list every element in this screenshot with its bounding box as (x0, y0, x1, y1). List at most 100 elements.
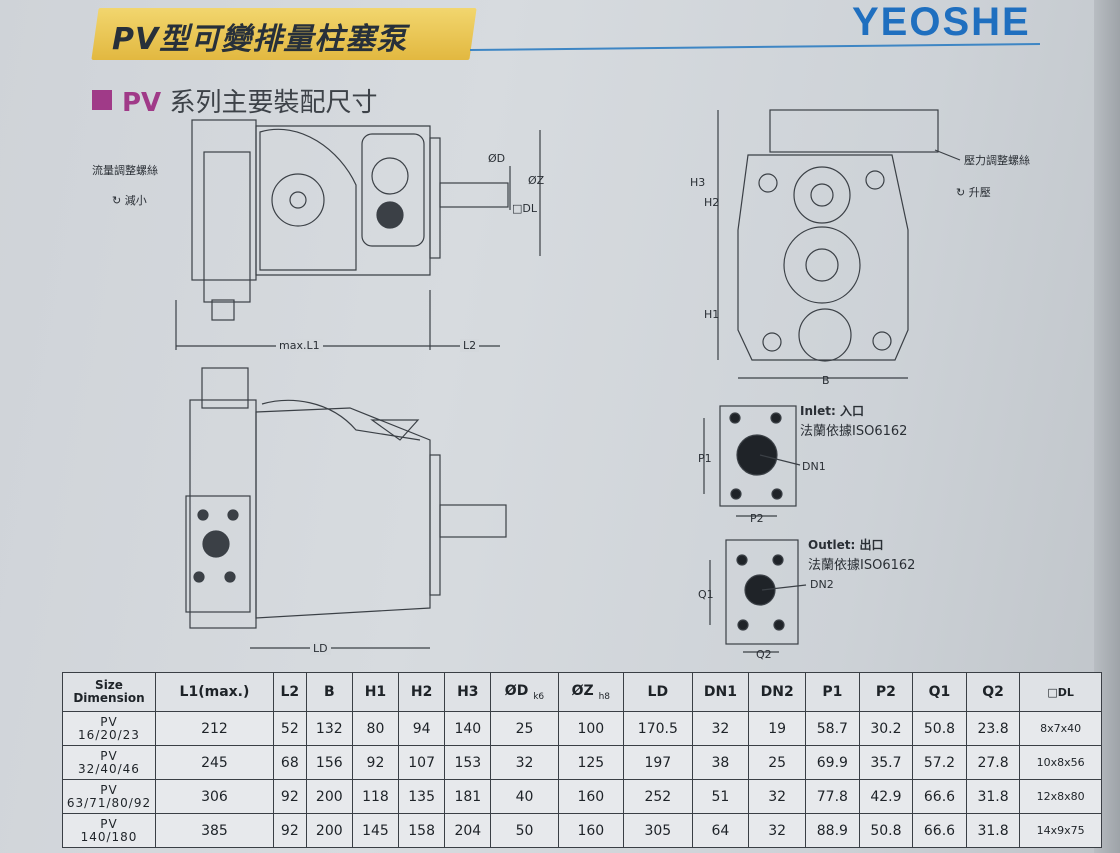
table-cell: 38 (691, 745, 750, 780)
p1-label: P1 (698, 452, 712, 465)
model-series: PV (100, 748, 118, 763)
front-body (737, 154, 909, 361)
table-cell: 51 (691, 779, 750, 814)
model-sizes: 63/71/80/92 (66, 795, 152, 810)
front-leader (934, 149, 961, 161)
front-upper-boss (793, 166, 851, 224)
table-cell: 31.8 (965, 779, 1021, 814)
decrease-text: 減小 (124, 194, 147, 207)
oz-header-text: ØZ (571, 682, 594, 699)
inlet-port (736, 434, 778, 476)
ld-label: LD (310, 642, 331, 655)
table-cell: 58.7 (805, 711, 860, 746)
inlet-flange-plate (719, 405, 797, 507)
table-cell: 69.9 (805, 745, 860, 780)
od-header-text: ØD (504, 682, 529, 699)
brand-logo: YEOSHE (852, 0, 1031, 44)
plan-shaft (439, 504, 507, 538)
front-bolt-3 (762, 332, 782, 352)
table-cell: 42.9 (858, 779, 914, 814)
col-header-b: B (305, 672, 353, 712)
table-cell: 30.2 (858, 711, 914, 746)
plan-housing-top (261, 399, 421, 441)
decrease-label: ↻ 減小 (112, 192, 147, 208)
table-cell: 160 (557, 813, 625, 848)
front-shaft-boss (783, 226, 861, 304)
outlet-leader (761, 584, 807, 591)
od-tolerance: k6 (533, 691, 545, 702)
side-view-drawing (175, 119, 541, 350)
col-header-od: ØD k6 (490, 672, 559, 712)
table-cell: 306 (155, 779, 274, 814)
table-cell: 197 (623, 745, 693, 780)
plan-mount-flange (429, 454, 441, 596)
plan-inlet-boss (370, 419, 420, 441)
front-lower-port (798, 308, 852, 362)
section-prefix: PV (122, 88, 162, 118)
dn2-label: DN2 (810, 578, 834, 591)
model-sizes: 16/20/23 (78, 727, 140, 742)
size-header-text: Size (95, 678, 123, 692)
table-cell: 32 (748, 813, 807, 848)
q2-label: Q2 (756, 648, 772, 661)
phi-z-label: ØZ (528, 174, 545, 187)
table-cell: 132 (305, 711, 353, 746)
rotate-arrow-icon: ↻ (112, 194, 122, 207)
table-cell: 23.8 (965, 711, 1021, 746)
col-header-dn1: DN1 (691, 672, 750, 712)
increase-label: ↻ 升壓 (956, 184, 991, 200)
plan-bolt-2 (227, 509, 239, 521)
front-bolt-2 (865, 170, 885, 190)
p2-label: P2 (750, 512, 764, 525)
inlet-bolt-2 (770, 412, 782, 424)
table-cell: 19 (748, 711, 807, 746)
table-cell: 252 (623, 779, 693, 814)
table-cell: 135 (398, 779, 446, 814)
inlet-standard: 法蘭依據ISO6162 (800, 424, 908, 439)
inlet-leader (759, 454, 801, 466)
model-sizes: 140/180 (80, 829, 138, 844)
b-label: B (822, 374, 830, 387)
front-bolt-1 (758, 173, 778, 193)
outlet-bolt-4 (773, 619, 785, 631)
side-housing (255, 125, 431, 276)
h2-label: H2 (704, 196, 720, 209)
outlet-bolt-1 (736, 554, 748, 566)
table-cell: 8x7x40 (1019, 711, 1102, 746)
side-shaft (439, 182, 509, 208)
outlet-flange-drawing (709, 539, 807, 653)
side-port-circle (271, 173, 325, 227)
dl-label: □DL (512, 202, 537, 215)
side-port-inner (289, 191, 307, 209)
phi-d-label: ØD (488, 152, 506, 165)
plan-view-drawing (185, 367, 507, 649)
table-cell: 66.6 (912, 779, 967, 814)
side-upper-port (371, 157, 409, 195)
table-cell: 68 (272, 745, 307, 780)
table-cell: 32 (490, 745, 559, 780)
table-cell: 88.9 (805, 813, 860, 848)
front-view-drawing (717, 109, 961, 379)
col-header-ld: LD (623, 672, 693, 712)
table-cell: 32 (691, 711, 750, 746)
col-header-h2: H2 (398, 672, 446, 712)
table-cell: 27.8 (965, 745, 1021, 780)
table-cell: 57.2 (912, 745, 967, 780)
outlet-standard: 法蘭依據ISO6162 (808, 558, 916, 573)
table-cell: 385 (155, 813, 274, 848)
col-header-h1: H1 (351, 672, 400, 712)
rotate-arrow-icon: ↻ (956, 186, 966, 199)
q1-label: Q1 (698, 588, 714, 601)
l2-label: L2 (460, 339, 480, 352)
table-cell: 40 (490, 779, 559, 814)
table-cell: 200 (305, 813, 353, 848)
inlet-bolt-4 (771, 488, 783, 500)
